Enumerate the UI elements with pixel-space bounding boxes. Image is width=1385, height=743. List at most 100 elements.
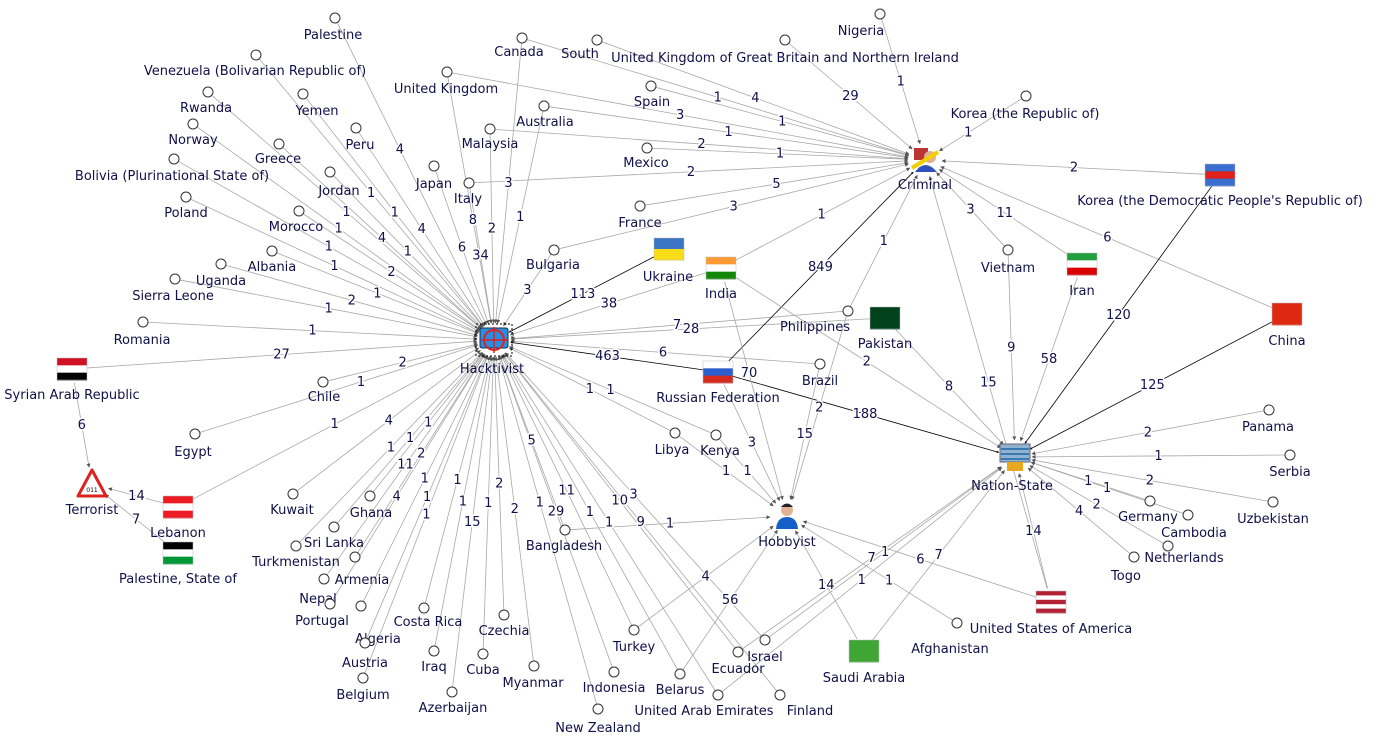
node-circle-icon[interactable] xyxy=(446,686,458,698)
node-circle-icon[interactable] xyxy=(180,191,192,203)
node-circle-icon[interactable] xyxy=(814,358,826,370)
actor-node-hobbyist[interactable] xyxy=(776,503,798,530)
node-circle-icon[interactable] xyxy=(484,123,496,135)
flag-icon[interactable] xyxy=(702,360,734,384)
country-node-albania[interactable] xyxy=(266,245,278,257)
country-node-rwanda[interactable] xyxy=(202,86,214,98)
node-circle-icon[interactable] xyxy=(634,200,646,212)
node-circle-icon[interactable] xyxy=(674,668,686,680)
node-circle-icon[interactable] xyxy=(528,660,540,672)
actor-node-criminal[interactable] xyxy=(910,148,940,172)
country-node-sierra-leone[interactable] xyxy=(169,273,181,285)
country-node-egypt[interactable] xyxy=(189,428,201,440)
flag-node-china[interactable] xyxy=(1271,302,1303,326)
node-circle-icon[interactable] xyxy=(1002,244,1014,256)
node-circle-icon[interactable] xyxy=(328,521,340,533)
country-node-ghana[interactable] xyxy=(364,490,376,502)
country-node-germany[interactable] xyxy=(1144,495,1156,507)
country-node-netherlands[interactable] xyxy=(1162,540,1174,552)
flag-node-ukraine[interactable] xyxy=(653,237,685,261)
node-circle-icon[interactable] xyxy=(759,634,771,646)
country-node-venezuela-bolivarian-republic-of[interactable] xyxy=(250,49,262,61)
country-node-brazil[interactable] xyxy=(814,358,826,370)
node-circle-icon[interactable] xyxy=(591,34,603,46)
flag-node-korea-the-democratic-people-s-republic-of[interactable] xyxy=(1204,163,1236,187)
flag-node-lebanon[interactable] xyxy=(162,495,194,519)
country-node-togo[interactable] xyxy=(1128,551,1140,563)
country-node-canada[interactable] xyxy=(516,32,528,44)
node-circle-icon[interactable] xyxy=(477,648,489,660)
country-node-south[interactable] xyxy=(591,34,603,46)
flag-icon[interactable] xyxy=(162,541,194,565)
node-circle-icon[interactable] xyxy=(428,160,440,172)
node-circle-icon[interactable] xyxy=(951,617,963,629)
node-circle-icon[interactable] xyxy=(874,8,886,20)
country-node-belarus[interactable] xyxy=(674,668,686,680)
flag-node-palestine-state-of[interactable] xyxy=(162,541,194,565)
criminal-icon[interactable] xyxy=(910,148,940,172)
node-circle-icon[interactable] xyxy=(189,428,201,440)
country-node-afghanistan[interactable] xyxy=(951,617,963,629)
country-node-spain[interactable] xyxy=(645,80,657,92)
country-node-portugal[interactable] xyxy=(324,598,336,610)
country-node-myanmar[interactable] xyxy=(528,660,540,672)
node-circle-icon[interactable] xyxy=(418,602,430,614)
node-circle-icon[interactable] xyxy=(349,551,361,563)
node-circle-icon[interactable] xyxy=(538,100,550,112)
country-node-united-arab-emirates[interactable] xyxy=(712,689,724,701)
country-node-cuba[interactable] xyxy=(477,648,489,660)
terrorist-warning-icon[interactable]: 011 xyxy=(76,468,108,498)
node-circle-icon[interactable] xyxy=(1020,90,1032,102)
node-circle-icon[interactable] xyxy=(137,316,149,328)
country-node-united-kingdom-of-great-britain-and-northern-ireland[interactable] xyxy=(779,34,791,46)
node-circle-icon[interactable] xyxy=(168,153,180,165)
node-circle-icon[interactable] xyxy=(428,645,440,657)
country-node-iraq[interactable] xyxy=(428,645,440,657)
hacktivist-crosshair-icon[interactable] xyxy=(475,323,513,357)
country-node-uzbekistan[interactable] xyxy=(1267,496,1279,508)
country-node-bulgaria[interactable] xyxy=(548,244,560,256)
node-circle-icon[interactable] xyxy=(1128,551,1140,563)
node-circle-icon[interactable] xyxy=(202,86,214,98)
node-circle-icon[interactable] xyxy=(359,637,371,649)
country-node-finland[interactable] xyxy=(774,689,786,701)
country-node-yemen[interactable] xyxy=(297,88,309,100)
country-node-greece[interactable] xyxy=(273,138,285,150)
node-circle-icon[interactable] xyxy=(215,258,227,270)
node-circle-icon[interactable] xyxy=(608,666,620,678)
country-node-norway[interactable] xyxy=(187,118,199,130)
country-node-united-kingdom[interactable] xyxy=(441,66,453,78)
node-circle-icon[interactable] xyxy=(1263,404,1275,416)
node-circle-icon[interactable] xyxy=(1284,449,1296,461)
node-circle-icon[interactable] xyxy=(329,12,341,24)
node-circle-icon[interactable] xyxy=(324,166,336,178)
country-node-austria[interactable] xyxy=(359,637,371,649)
country-node-algeria[interactable] xyxy=(355,600,367,612)
flag-icon[interactable] xyxy=(869,306,901,330)
country-node-bangladesh[interactable] xyxy=(559,524,571,536)
country-node-turkmenistan[interactable] xyxy=(290,540,302,552)
country-node-korea-the-republic-of[interactable] xyxy=(1020,90,1032,102)
country-node-australia[interactable] xyxy=(538,100,550,112)
flag-icon[interactable] xyxy=(1271,302,1303,326)
country-node-belgium[interactable] xyxy=(357,672,369,684)
country-node-libya[interactable] xyxy=(669,427,681,439)
country-node-kuwait[interactable] xyxy=(287,488,299,500)
hobbyist-person-icon[interactable] xyxy=(776,503,798,530)
country-node-new-zealand[interactable] xyxy=(592,703,604,715)
actor-node-nation-state[interactable] xyxy=(999,443,1031,471)
actor-node-terrorist[interactable]: 011 xyxy=(76,468,108,498)
flag-icon[interactable] xyxy=(848,639,880,663)
node-circle-icon[interactable] xyxy=(355,600,367,612)
node-circle-icon[interactable] xyxy=(1267,496,1279,508)
node-circle-icon[interactable] xyxy=(559,524,571,536)
country-node-sri-lanka[interactable] xyxy=(328,521,340,533)
node-circle-icon[interactable] xyxy=(364,490,376,502)
node-circle-icon[interactable] xyxy=(1182,509,1194,521)
flag-node-india[interactable] xyxy=(705,256,737,280)
node-circle-icon[interactable] xyxy=(732,646,744,658)
node-circle-icon[interactable] xyxy=(463,177,475,189)
country-node-romania[interactable] xyxy=(137,316,149,328)
country-node-malaysia[interactable] xyxy=(484,123,496,135)
node-circle-icon[interactable] xyxy=(645,80,657,92)
